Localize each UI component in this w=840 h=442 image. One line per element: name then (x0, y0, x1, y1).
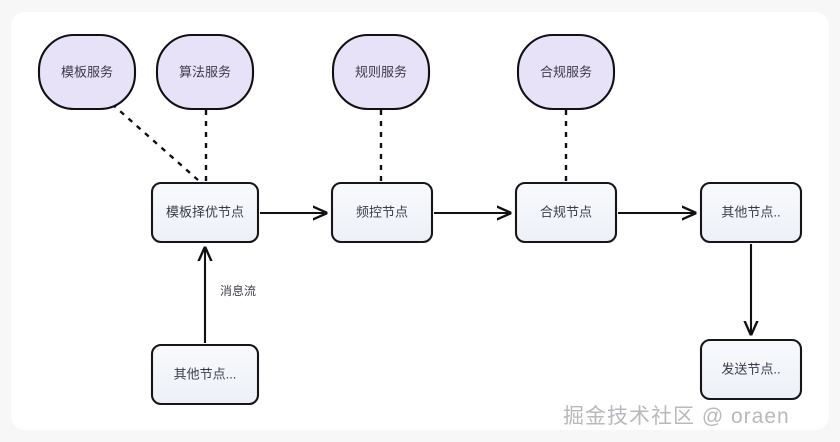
other-node-bottom-label: 其他节点... (174, 366, 237, 381)
compliance-node-shape (514, 181, 618, 244)
process-node-template-select[interactable]: 模板择优节点 (150, 181, 260, 244)
algorithm-service-shape (155, 33, 255, 111)
algorithm-service-label: 算法服务 (179, 64, 231, 79)
dependency-edges (111, 103, 568, 181)
frequency-node-shape (330, 181, 434, 244)
process-node-send[interactable]: 发送节点.. (699, 338, 803, 401)
process-node-other-right[interactable]: 其他节点.. (699, 181, 803, 244)
edge-label-message-flow: 消息流 (220, 283, 256, 298)
other-node-right-label: 其他节点.. (721, 204, 780, 219)
service-node-algorithm-service[interactable]: 算法服务 (155, 33, 255, 111)
service-node-compliance-service[interactable]: 合规服务 (516, 33, 616, 111)
template-service-shape (37, 33, 137, 111)
process-node-compliance[interactable]: 合规节点 (514, 181, 618, 244)
process-node-other-bottom[interactable]: 其他节点... (150, 343, 260, 406)
compliance-node-label: 合规节点 (540, 204, 592, 219)
frequency-node-label: 频控节点 (356, 204, 408, 219)
compliance-service-shape (516, 33, 616, 111)
send-node-shape (699, 338, 803, 401)
process-node-frequency[interactable]: 频控节点 (330, 181, 434, 244)
flow-edges: 消息流 (205, 213, 751, 343)
dep-template-service-line (111, 103, 199, 181)
process-nodes: 模板择优节点 频控节点 合规节点 其他节点.. 其他节点... 发送节点.. (150, 181, 803, 406)
send-node-label: 发送节点.. (721, 361, 780, 376)
watermark-text: 掘金技术社区 @ oraen (563, 405, 790, 428)
template-select-node-label: 模板择优节点 (166, 204, 244, 219)
service-node-template-service[interactable]: 模板服务 (37, 33, 137, 111)
rule-service-label: 规则服务 (355, 64, 407, 79)
service-nodes: 模板服务 算法服务 规则服务 合规服务 (37, 33, 616, 111)
other-node-bottom-shape (150, 343, 260, 406)
compliance-service-label: 合规服务 (540, 64, 592, 79)
rule-service-shape (331, 33, 431, 111)
service-node-rule-service[interactable]: 规则服务 (331, 33, 431, 111)
other-node-right-shape (699, 181, 803, 244)
template-select-node-shape (150, 181, 260, 244)
template-service-label: 模板服务 (61, 64, 113, 79)
